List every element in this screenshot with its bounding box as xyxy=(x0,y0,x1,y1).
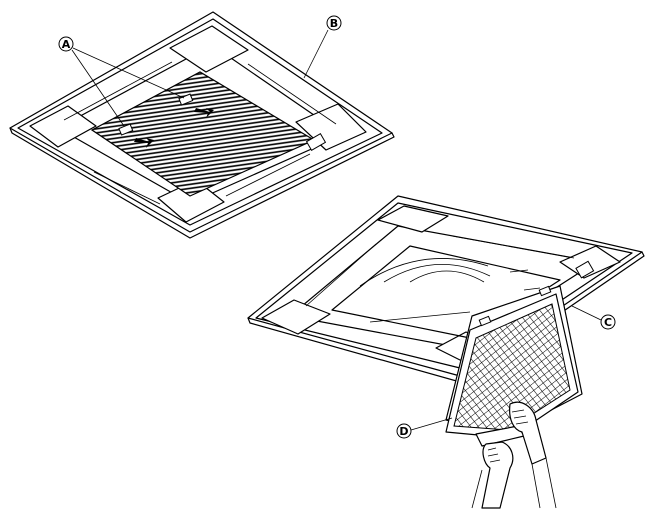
filter-tab[interactable] xyxy=(538,285,552,297)
panel-inner-edge xyxy=(17,18,383,226)
callout-c-circle xyxy=(600,314,616,330)
sensor-window xyxy=(575,260,595,279)
sensor-window xyxy=(305,132,327,152)
callout-a-leader xyxy=(72,47,185,99)
callout-b: B xyxy=(303,15,342,79)
vane-slot xyxy=(247,63,337,125)
unit-interior xyxy=(331,245,561,339)
interior-bracket xyxy=(523,287,541,291)
corner-block-left xyxy=(261,299,331,335)
corner-block-top xyxy=(377,205,449,233)
right-hand xyxy=(509,401,547,465)
callout-c: C xyxy=(571,305,616,330)
slide-arrow-icon xyxy=(194,108,214,118)
callout-a-leader xyxy=(71,49,125,127)
bell-mouth-arc xyxy=(409,270,485,283)
callout-b-label: B xyxy=(330,17,338,30)
callout-d: D xyxy=(396,417,453,439)
hands xyxy=(471,401,557,509)
top-unit-panel xyxy=(9,11,395,239)
panel-inner-edge xyxy=(255,202,633,369)
vane-slot xyxy=(63,61,173,121)
left-sleeve xyxy=(471,469,483,509)
vane-slot xyxy=(451,235,575,259)
air-filter-mesh xyxy=(453,303,571,431)
callout-c-leader xyxy=(571,305,602,321)
corner-block-left xyxy=(29,105,97,148)
slide-arrow-icon xyxy=(134,138,154,148)
air-filter[interactable] xyxy=(445,285,579,447)
grille-catch[interactable] xyxy=(178,93,194,106)
right-sleeve xyxy=(531,457,557,509)
callout-a-circle xyxy=(58,36,74,52)
panel-thickness xyxy=(9,127,395,239)
left-hand-fingers xyxy=(487,447,501,463)
callout-b-leader xyxy=(303,29,329,79)
right-hand-fingers xyxy=(511,409,529,425)
callout-a-label: A xyxy=(62,38,71,51)
bell-mouth-arc xyxy=(383,263,491,283)
callout-d-label: D xyxy=(399,425,408,438)
filter-tab[interactable] xyxy=(478,315,492,327)
bell-mouth-arc xyxy=(359,258,489,287)
callout-c-label: C xyxy=(604,316,612,329)
interior-bracket xyxy=(509,269,529,273)
vane-slot xyxy=(305,243,377,307)
corner-block-top xyxy=(169,25,249,73)
grille-catch[interactable] xyxy=(118,123,134,136)
callout-b-circle xyxy=(326,15,342,31)
left-hand xyxy=(481,441,514,509)
vane-slot xyxy=(225,153,311,197)
vane-slot xyxy=(93,171,161,205)
callout-a: A xyxy=(58,36,185,127)
bottom-unit-panel xyxy=(247,195,645,383)
callout-d-leader xyxy=(410,417,453,431)
callout-d-circle xyxy=(396,423,412,439)
interior-rail xyxy=(369,311,471,323)
corner-block-right xyxy=(559,245,621,279)
